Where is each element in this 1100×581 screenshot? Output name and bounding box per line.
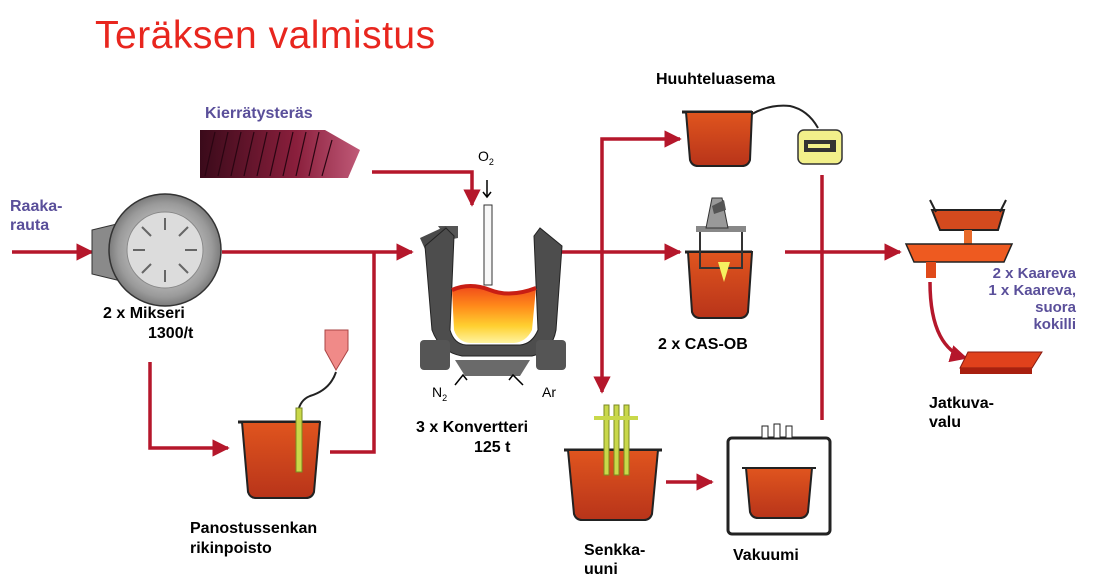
arrow-tundish-to-slab bbox=[930, 282, 966, 358]
label-panostus-1: Panostussenkan bbox=[190, 519, 317, 538]
label-ar: Ar bbox=[542, 384, 556, 400]
ar-arrow bbox=[509, 375, 523, 385]
label-raakarauta-2: rauta bbox=[10, 216, 49, 235]
label-kaareva-4: kokilli bbox=[988, 316, 1076, 333]
arrow-scrap-to-converter bbox=[372, 172, 472, 205]
label-jatkuva-1: Jatkuva- bbox=[929, 394, 994, 413]
page-title: Teräksen valmistus bbox=[95, 14, 436, 58]
vacuum-icon bbox=[728, 424, 830, 534]
label-senkka-2: uuni bbox=[584, 560, 618, 579]
label-kaareva-3: suora bbox=[988, 299, 1076, 316]
label-kaareva-block: 2 x Kaareva 1 x Kaareva, suora kokilli bbox=[988, 265, 1076, 333]
ladle-furnace-icon bbox=[564, 405, 662, 520]
label-konvertteri-1: 3 x Konvertteri bbox=[416, 418, 528, 437]
arrow-mixer-to-ladle bbox=[150, 362, 228, 448]
label-o2: O2 bbox=[478, 148, 494, 167]
label-kaareva-1: 2 x Kaareva bbox=[988, 265, 1076, 282]
desulph-ladle-icon bbox=[238, 330, 348, 498]
scrap-box bbox=[200, 130, 360, 178]
rinsing-station-icon bbox=[682, 106, 842, 166]
label-mikseri-1: 2 x Mikseri bbox=[103, 304, 185, 323]
label-cas-ob: 2 x CAS-OB bbox=[658, 335, 748, 354]
label-jatkuva-2: valu bbox=[929, 413, 961, 432]
label-panostus-2: rikinpoisto bbox=[190, 539, 272, 558]
label-raakarauta-1: Raaka- bbox=[10, 197, 62, 216]
label-huuhteluasema: Huuhteluasema bbox=[656, 70, 775, 89]
slab-icon bbox=[960, 352, 1042, 374]
label-kierratysteras: Kierrätysteräs bbox=[205, 104, 313, 123]
label-senkka-1: Senkka- bbox=[584, 541, 645, 560]
converter-icon bbox=[420, 180, 566, 385]
label-kaareva-2: 1 x Kaareva, bbox=[988, 282, 1076, 299]
label-konvertteri-2: 125 t bbox=[474, 438, 510, 457]
label-mikseri-2: 1300/t bbox=[148, 324, 193, 343]
label-n2: N2 bbox=[432, 384, 447, 403]
label-vakuumi: Vakuumi bbox=[733, 546, 799, 565]
arrow-to-huuhtelu bbox=[602, 139, 680, 252]
mixer-icon bbox=[92, 194, 221, 306]
n2-arrow bbox=[455, 375, 467, 385]
cas-ob-icon bbox=[685, 198, 752, 318]
